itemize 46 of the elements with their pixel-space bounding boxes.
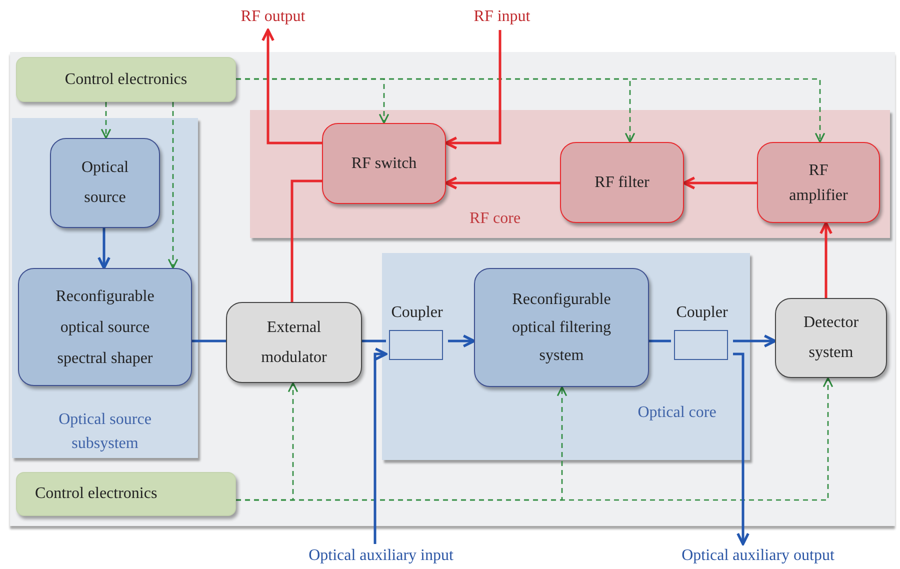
subsystem-panel <box>382 253 750 460</box>
control-line <box>168 102 178 269</box>
control-box <box>16 57 236 102</box>
process-box <box>474 268 649 387</box>
signal-label: Optical auxiliary output <box>682 547 834 565</box>
signal-arrow <box>374 348 388 544</box>
signal-arrow <box>262 28 322 144</box>
component-label: Coupler <box>675 303 729 323</box>
box-label: Detector system <box>802 313 860 363</box>
signal-arrow <box>444 30 502 150</box>
control-line <box>100 102 112 139</box>
box-label: Optical source <box>80 158 130 208</box>
process-box <box>18 268 192 386</box>
signal-arrow <box>682 176 757 190</box>
box-label: Reconfigurable optical filtering system <box>510 290 612 366</box>
signal-label: RF input <box>474 8 530 26</box>
signal-label: RF output <box>240 8 306 26</box>
component-label: Coupler <box>390 303 444 323</box>
box-label: Control electronics <box>35 484 158 504</box>
group-title: Optical source subsystem <box>58 410 152 454</box>
box-label: RF filter <box>594 172 650 192</box>
signal-arrow <box>444 176 560 190</box>
box-label: Control electronics <box>64 70 188 90</box>
box-label: Reconfigurable optical source spectral shaper <box>54 286 156 368</box>
control-line <box>236 78 826 143</box>
box-label: RF amplifier <box>788 160 849 206</box>
group-title: RF core <box>468 209 522 229</box>
box-label: RF switch <box>351 154 417 174</box>
subsystem-panel <box>250 110 890 238</box>
process-box <box>775 298 887 378</box>
process-box <box>50 138 160 228</box>
signal-arrow <box>733 352 750 546</box>
control-box <box>16 472 236 516</box>
process-box <box>560 142 684 223</box>
group-title: Optical core <box>637 403 717 423</box>
signal-arrow <box>820 222 832 298</box>
subsystem-panel <box>12 118 198 458</box>
process-box <box>226 302 362 383</box>
process-box <box>757 142 880 223</box>
signal-arrow <box>448 334 476 348</box>
control-line <box>236 377 834 501</box>
box-label: External modulator <box>260 318 328 368</box>
signal-label: Optical auxiliary input <box>308 547 454 565</box>
signal-arrow <box>98 228 110 270</box>
process-box <box>322 123 446 204</box>
signal-arrow <box>733 334 776 348</box>
